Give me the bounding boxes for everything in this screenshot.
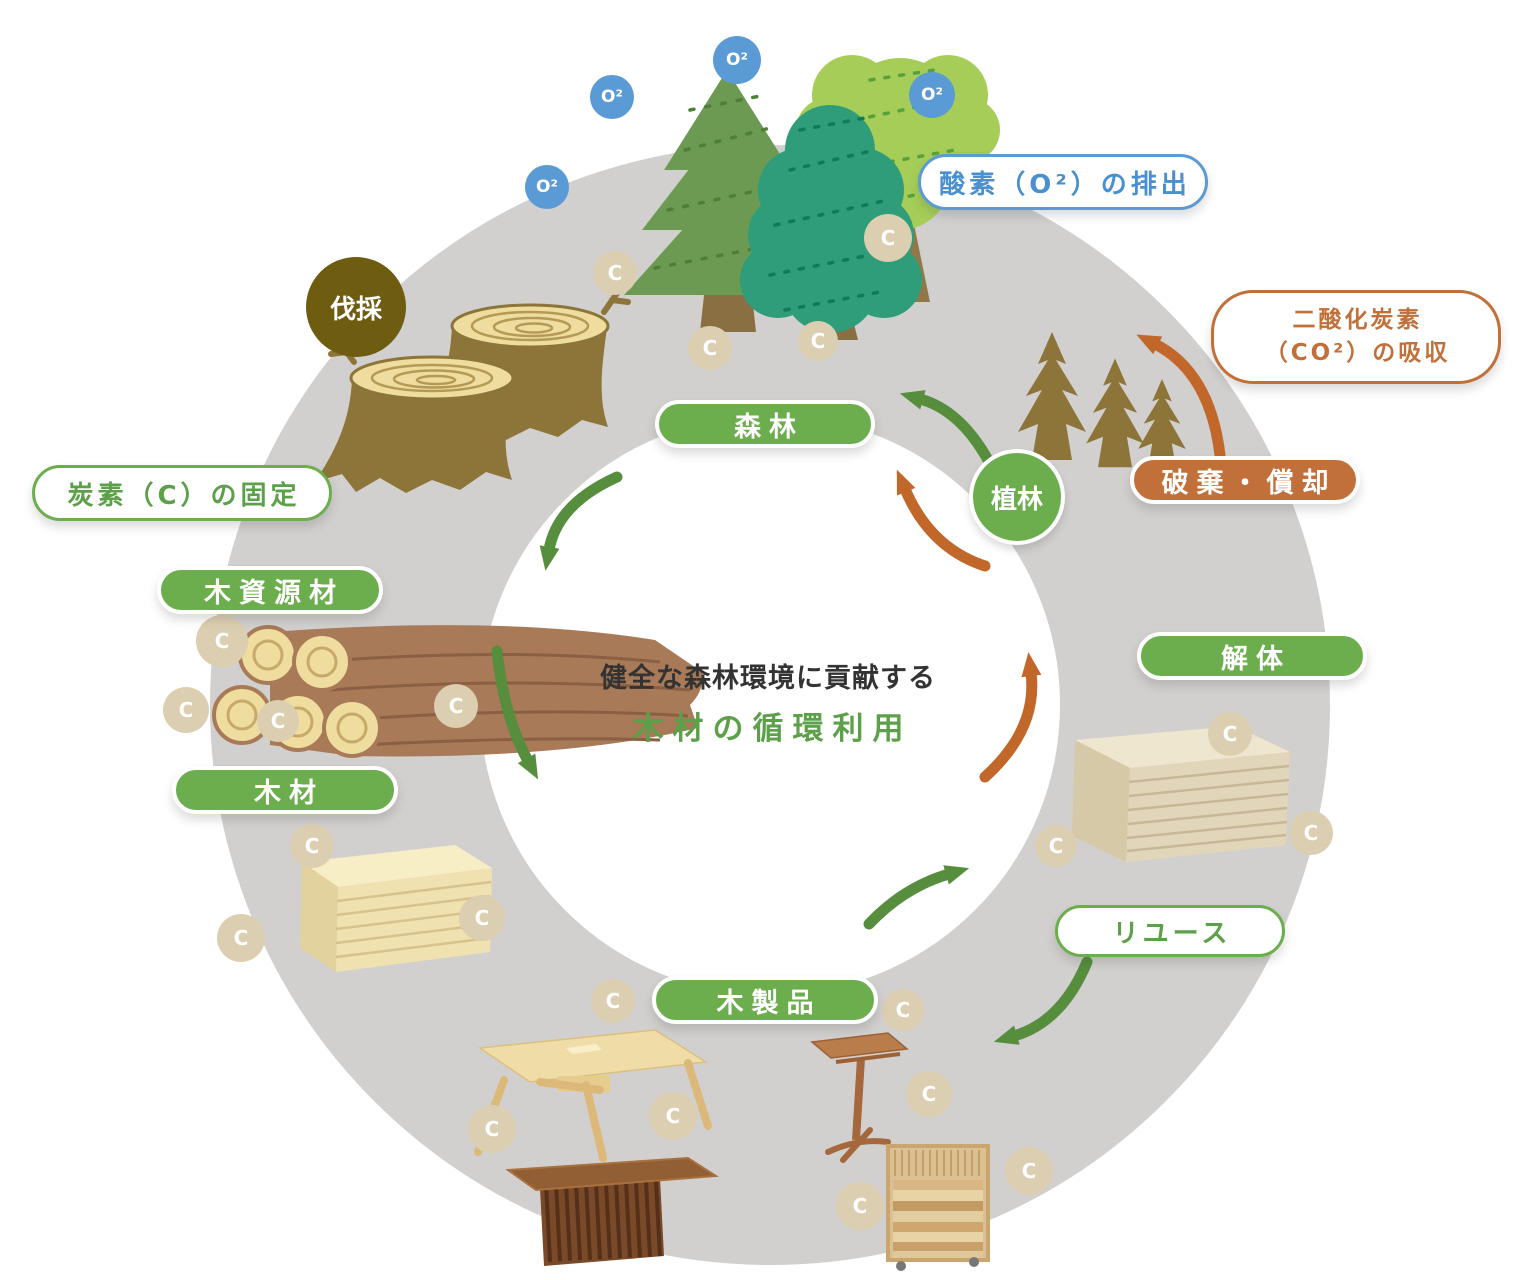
center-caption-line1: 健全な森林環境に貢献する bbox=[600, 663, 936, 694]
c-bubble: C bbox=[593, 251, 637, 295]
center-caption-line2: 木材の循環利用 bbox=[632, 711, 913, 747]
c-bubble: C bbox=[1035, 825, 1077, 867]
c-bubble: C bbox=[434, 684, 478, 728]
c-bubble: C bbox=[882, 989, 924, 1031]
node-forest: 森林 bbox=[655, 400, 875, 448]
partition-screen-illustration bbox=[886, 1144, 990, 1271]
o2-bubble: O² bbox=[590, 75, 634, 119]
orange-cycle-arrows bbox=[896, 334, 1226, 783]
lumber-stack-right-illustration bbox=[1072, 726, 1290, 862]
stumps-illustration bbox=[315, 283, 631, 493]
callout-carbon-fixation: 炭素（C）の固定 bbox=[32, 465, 332, 521]
callout-co2-absorption: 二酸化炭素 （CO²）の吸収 bbox=[1211, 290, 1501, 384]
callout-co2-line2: （CO²）の吸収 bbox=[1264, 340, 1451, 366]
pedestal-table-illustration bbox=[810, 1032, 909, 1163]
node-wood-products: 木製品 bbox=[652, 976, 878, 1024]
c-bubble: C bbox=[1289, 811, 1333, 855]
node-lumber: 木材 bbox=[172, 766, 398, 814]
node-wood-resource: 木資源材 bbox=[157, 566, 383, 614]
c-bubble: C bbox=[864, 214, 912, 262]
center-caption: 健全な森林環境に貢献する 木材の循環利用 bbox=[448, 656, 1088, 748]
c-bubble: C bbox=[688, 326, 732, 370]
node-logging: 伐採 bbox=[306, 257, 406, 357]
c-bubble: C bbox=[217, 914, 265, 962]
lumber-stack-left-illustration bbox=[300, 845, 492, 972]
callout-oxygen-emission: 酸素（O²）の排出 bbox=[918, 154, 1208, 210]
c-bubble: C bbox=[163, 687, 209, 733]
c-bubble: C bbox=[798, 321, 838, 361]
c-bubble: C bbox=[836, 1182, 884, 1230]
node-reuse: リユース bbox=[1055, 905, 1285, 957]
c-bubble: C bbox=[196, 615, 248, 667]
c-bubble: C bbox=[591, 979, 635, 1023]
dark-table-illustration bbox=[505, 1156, 720, 1266]
node-disposal: 破棄・償却 bbox=[1130, 456, 1360, 504]
c-bubble: C bbox=[257, 700, 299, 742]
c-bubble: C bbox=[1208, 712, 1252, 756]
node-dismantling: 解体 bbox=[1137, 632, 1367, 680]
c-bubble: C bbox=[468, 1105, 516, 1153]
c-bubble: C bbox=[290, 824, 334, 868]
callout-co2-line1: 二酸化炭素 bbox=[1292, 306, 1423, 333]
c-bubble: C bbox=[459, 895, 505, 941]
green-cycle-arrows bbox=[491, 390, 1093, 1045]
o2-bubble: O² bbox=[525, 165, 569, 209]
c-bubble: C bbox=[1005, 1147, 1053, 1195]
c-bubble: C bbox=[649, 1092, 697, 1140]
o2-bubble: O² bbox=[713, 36, 761, 84]
o2-bubble: O² bbox=[909, 72, 955, 118]
c-bubble: C bbox=[906, 1071, 952, 1117]
node-planting: 植林 bbox=[969, 449, 1065, 545]
